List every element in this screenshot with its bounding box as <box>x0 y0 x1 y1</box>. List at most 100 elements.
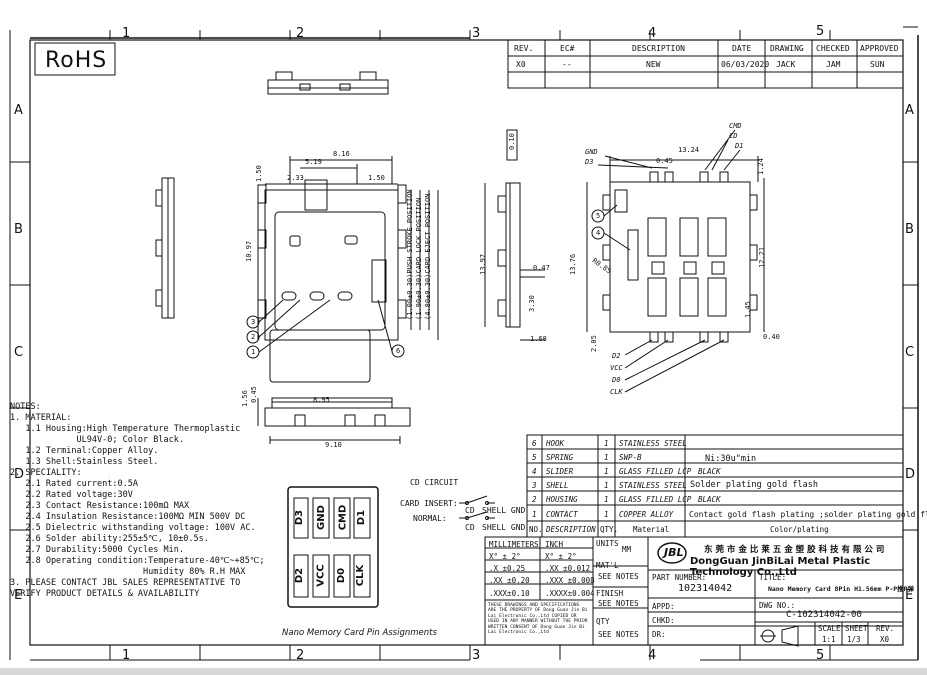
bom-plating: BLACK <box>698 495 721 504</box>
dim-1-68: 1.68 <box>530 335 547 343</box>
bom-plating: Contact gold flash plating ;solder plati… <box>689 510 927 519</box>
callout-2: 2 <box>251 333 256 341</box>
notes-line: 2.6 Solder ability:255±5℃, 10±0.5s. <box>10 534 209 544</box>
rev-header-ec: EC# <box>560 44 575 53</box>
units-value: MM <box>622 545 632 554</box>
rev-header-rev: REV. <box>514 44 534 53</box>
label-cmd: CMD <box>729 122 742 130</box>
chkd-label: CHKD: <box>652 616 675 625</box>
notes-line: 2.3 Contact Resistance:100mΩ MAX <box>10 501 190 511</box>
tol-inch-angle: X° ± 2° <box>545 552 577 561</box>
bom-plating: Solder plating gold flash <box>690 480 818 490</box>
callout-6: 6 <box>396 347 401 355</box>
tol-mm-1: .X ±0.25 <box>489 564 526 573</box>
dim-5-19: 5.19 <box>305 158 322 166</box>
notes-line: 2.7 Durability:5000 Cycles Min. <box>10 545 184 555</box>
dim-3-30: 3.30 <box>528 295 536 312</box>
tol-inch-2: .XXX ±0.008 <box>545 576 595 585</box>
dim-0-45-front: 0.45 <box>250 386 258 403</box>
bom-desc: HOUSING <box>546 495 578 504</box>
pin-d3: D3 <box>294 509 306 526</box>
bom-qty: 1 <box>604 467 609 476</box>
bom-desc: SPRING <box>546 453 574 462</box>
finish-value: SEE NOTES <box>598 599 639 608</box>
bottom-scroll-strip <box>0 668 927 675</box>
cd-circuit-normal: NORMAL: <box>413 514 447 523</box>
label-clk: CLK <box>610 388 623 396</box>
title-label: TITLE: <box>759 573 787 582</box>
bom-no: 4 <box>532 467 537 476</box>
notes-line: 1.2 Terminal:Copper Alloy. <box>10 446 159 456</box>
part-number-label: PART NUMBER: <box>652 573 707 582</box>
bom-desc: CONTACT <box>546 510 578 519</box>
grid-row-d: D <box>14 467 25 482</box>
grid-col-3-bottom: 3 <box>472 648 481 663</box>
notes-line: 1. MATERIAL: <box>10 413 72 423</box>
card-eject-position: (4.80±0.30)CARD EJECT POSITION <box>424 193 432 320</box>
bom-header-plating: Color/plating <box>770 525 829 534</box>
dwg-no: C-102314042-00 <box>786 610 862 620</box>
grid-row-b-right: B <box>905 222 914 237</box>
part-number: 102314042 <box>678 583 733 594</box>
notes-line: 1.3 Shell:Stainless Steel. <box>10 457 159 467</box>
grid-col-1: 1 <box>122 26 131 41</box>
bom-plating: BLACK <box>698 467 721 476</box>
dim-2-33: 2.33 <box>287 174 304 182</box>
grid-col-2-bottom: 2 <box>296 648 305 663</box>
bom-desc: HOOK <box>546 439 565 448</box>
bom-header-qty: QTY. <box>600 525 619 534</box>
label-d3: D3 <box>585 158 594 166</box>
tol-mm-angle: X° ± 2° <box>489 552 521 561</box>
bom-header-description: DESCRIPTION <box>546 525 596 534</box>
rev-value-rev: X0 <box>516 60 526 69</box>
notes-block: NOTES: 1. MATERIAL: 1.1 Housing:High Tem… <box>10 402 265 600</box>
grid-col-5: 5 <box>816 24 825 39</box>
rev-header-drawing: DRAWING <box>770 44 804 53</box>
pin-d2: D2 <box>294 567 306 584</box>
grid-row-c-right: C <box>905 345 915 360</box>
grid-col-2: 2 <box>296 26 305 41</box>
rev-value-drawing: JACK <box>776 60 796 69</box>
grid-col-3: 3 <box>472 26 481 41</box>
cd-circuit-title: CD CIRCUIT <box>410 478 459 487</box>
rev-header-date: DATE <box>732 44 752 53</box>
label-cd: CD <box>729 132 738 140</box>
tol-header-inch: INCH <box>545 540 564 549</box>
tol-mm-2: .XX ±0.20 <box>489 576 530 585</box>
cd-circuit-shell-normal: SHELL GND <box>482 523 526 532</box>
cd-circuit-insert: CARD INSERT: <box>400 499 458 508</box>
notes-line: Humidity 80% R.H MAX <box>10 567 246 577</box>
notes-line: 1.1 Housing:High Temperature Thermoplast… <box>10 424 241 434</box>
dim-13-97: 13.97 <box>479 253 487 275</box>
bom-material: GLASS FILLED LCP <box>619 467 692 476</box>
rev-value: X0 <box>880 635 890 644</box>
bom-no: 6 <box>532 439 537 448</box>
dim-2-05: 2.05 <box>590 335 598 352</box>
company-name-en: DongGuan JinBiLai Metal Plastic Technolo… <box>690 556 871 578</box>
bom-material: GLASS FILLED LCP <box>619 495 692 504</box>
dim-10-97: 10.97 <box>245 240 253 262</box>
bom-desc: SLIDER <box>546 467 574 476</box>
notes-line: 2.1 Rated current:0.5A <box>10 479 138 489</box>
cd-circuit-cd-normal: CD <box>465 523 475 532</box>
card-lock-position: (1.90±0.30)CARD LOCK POSITION <box>415 197 423 320</box>
rev-value-ec: -- <box>562 60 572 69</box>
grid-row-a: A <box>14 103 23 118</box>
rev-value-checked: JAM <box>826 60 841 69</box>
rev-header-checked: CHECKED <box>816 44 850 53</box>
qty-value: SEE NOTES <box>598 630 639 639</box>
notes-line: VERIFY PRODUCT DETAILS & AVAILABILITY <box>10 589 200 599</box>
cd-circuit-cd-insert: CD <box>465 506 475 515</box>
tol-mm-3: .XXX±0.10 <box>489 589 530 598</box>
label-d1: D1 <box>735 142 744 150</box>
callout-4: 4 <box>596 229 601 237</box>
grid-row-c: C <box>14 345 24 360</box>
bom-plating: Ni:30u"min <box>705 454 757 464</box>
bom-desc: SHELL <box>546 481 569 490</box>
bom-material: COPPER ALLOY <box>619 510 674 519</box>
push-stroke-position: (1.00±0.30)PUSH STROKE POSITION <box>406 189 414 320</box>
finish-label: FINISH <box>596 589 624 598</box>
dim-13-76: 13.76 <box>569 253 577 275</box>
grid-col-4: 4 <box>648 26 657 41</box>
